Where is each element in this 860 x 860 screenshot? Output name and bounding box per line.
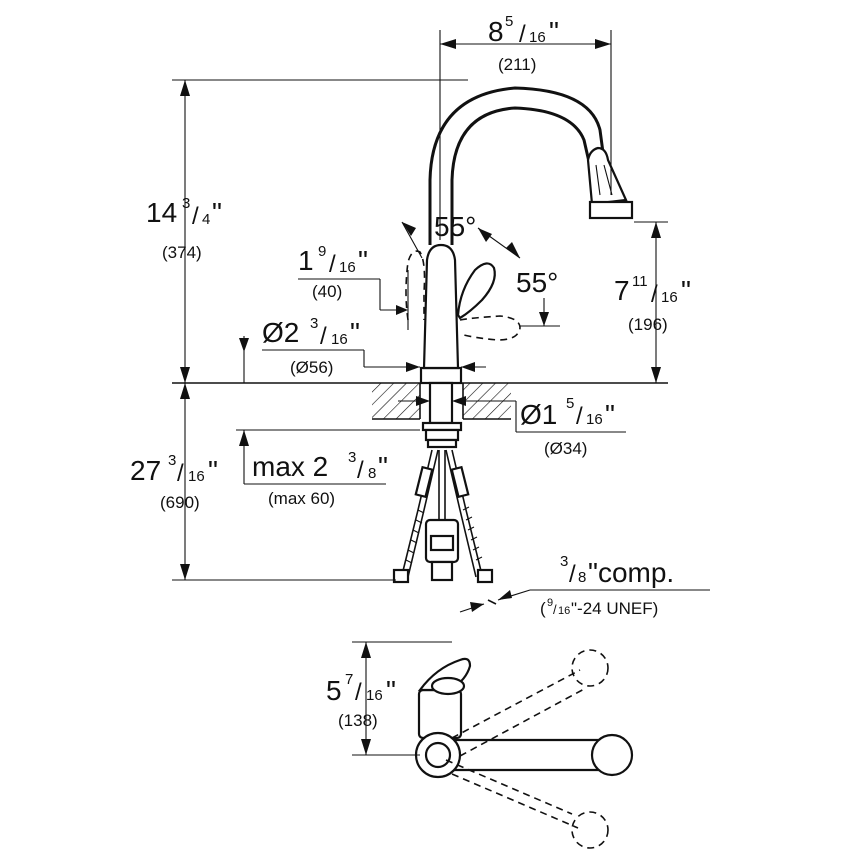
- slash: /: [651, 281, 658, 308]
- slash: /: [519, 21, 526, 48]
- deck-thickness-mm: (max 60): [268, 489, 335, 508]
- hole-diameter-mm: (Ø34): [544, 439, 587, 458]
- hose-length-num: 3: [168, 452, 176, 469]
- supply-hoses: [392, 449, 497, 605]
- handle-offset-num: 9: [318, 243, 326, 260]
- handle-offset-unit: ": [358, 245, 368, 276]
- total-height-mm: (374): [162, 243, 202, 262]
- connection-suffix: "comp.: [588, 557, 674, 588]
- deck-thickness-prefix: max 2: [252, 451, 328, 482]
- spout-height-unit: ": [681, 275, 691, 306]
- base-diameter-mm: (Ø56): [290, 358, 333, 377]
- dim-total-height: [172, 79, 468, 383]
- spout-reach-unit: ": [549, 16, 559, 47]
- hose-length-den: 16: [188, 468, 205, 485]
- slash: /: [357, 457, 364, 484]
- dim-spout-height: [634, 221, 668, 383]
- faucet-side-view: [405, 86, 634, 449]
- hose-length-unit: ": [208, 455, 218, 486]
- dim-deck-thickness: [236, 429, 420, 485]
- spout-height-den: 16: [661, 289, 678, 306]
- total-height-den: 4: [202, 211, 210, 228]
- deck-thickness-unit: ": [378, 451, 388, 482]
- angle-top-label: 55°: [434, 211, 476, 242]
- hole-diameter-unit: ": [605, 399, 615, 430]
- faucet-top-view: [414, 649, 634, 849]
- slash: /: [569, 561, 576, 588]
- handle-offset-whole: 1: [298, 245, 314, 276]
- total-height-unit: ": [212, 197, 222, 228]
- hole-diameter-num: 5: [566, 395, 574, 412]
- angle-side-label: 55°: [516, 267, 558, 298]
- slash: /: [177, 460, 184, 487]
- hose-length-mm: (690): [160, 493, 200, 512]
- spout-reach-whole: 8: [488, 16, 504, 47]
- dim-base-diameter: [239, 336, 486, 383]
- base-diameter-num: 3: [310, 315, 318, 332]
- top-view-depth-num: 7: [345, 671, 353, 688]
- dim-connection: [459, 589, 710, 613]
- spout-height-mm: (196): [628, 315, 668, 334]
- dim-top-view-depth: [352, 641, 452, 756]
- handle-offset-mm: (40): [312, 282, 342, 301]
- top-view-depth-den: 16: [366, 687, 383, 704]
- slash: /: [320, 323, 327, 350]
- deck-thickness-den: 8: [368, 465, 376, 482]
- dim-handle-offset: [298, 270, 409, 330]
- top-view-depth-whole: 5: [326, 675, 342, 706]
- connection-thread-suffix: "-24 UNEF): [571, 599, 658, 618]
- top-view-depth-unit: ": [386, 675, 396, 706]
- total-height-whole: 14: [146, 197, 177, 228]
- slash: /: [329, 251, 336, 278]
- slash: /: [553, 602, 557, 617]
- handle-offset-den: 16: [339, 259, 356, 276]
- base-diameter-den: 16: [331, 331, 348, 348]
- connection-thread-den: 16: [558, 605, 570, 617]
- slash: /: [355, 679, 362, 706]
- slash: /: [576, 403, 583, 430]
- base-diameter-unit: ": [350, 317, 360, 348]
- hole-diameter-den: 16: [586, 411, 603, 428]
- total-height-num: 3: [182, 195, 190, 212]
- connection-thread-open: (: [540, 599, 546, 618]
- spout-height-whole: 7: [614, 275, 630, 306]
- spout-reach-den: 16: [529, 29, 546, 46]
- dim-hose-length: [172, 383, 396, 581]
- dim-handle-angles: [401, 221, 560, 327]
- spout-height-num: 11: [632, 273, 648, 290]
- top-view-depth-mm: (138): [338, 711, 378, 730]
- slash: /: [192, 203, 199, 230]
- deck-thickness-num: 3: [348, 449, 356, 466]
- spout-reach-mm: (211): [498, 55, 536, 74]
- connection-num: 3: [560, 553, 568, 570]
- spout-reach-num: 5: [505, 13, 513, 30]
- connection-thread-num: 9: [547, 597, 553, 609]
- dim-spout-reach: [439, 30, 612, 240]
- hose-length-whole: 27: [130, 455, 161, 486]
- dim-hole-diameter: [398, 396, 626, 433]
- base-diameter-prefix: Ø2: [262, 317, 299, 348]
- connection-den: 8: [578, 569, 586, 586]
- hole-diameter-prefix: Ø1: [520, 399, 557, 430]
